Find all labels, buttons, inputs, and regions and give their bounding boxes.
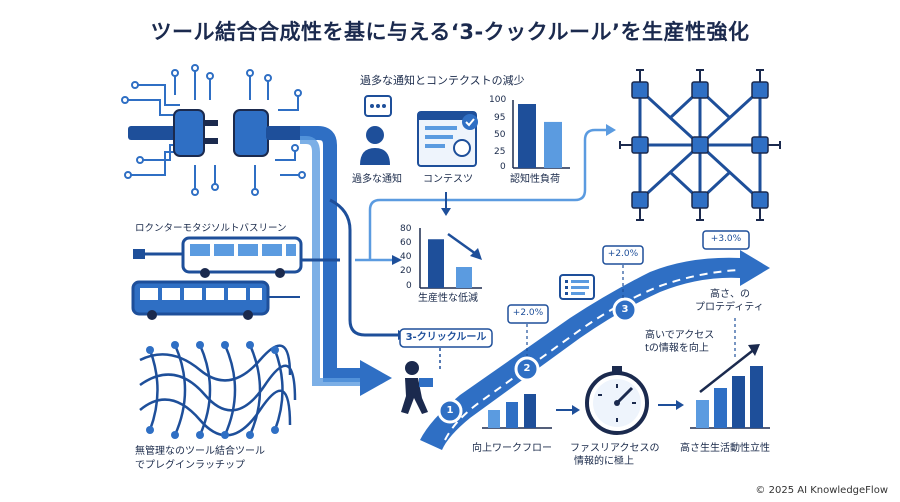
bus-icon: [131, 280, 300, 320]
context-label: コンテスツ: [423, 174, 473, 185]
workflow-label: 向上ワークフロー: [472, 443, 552, 454]
access-label-2: 情報的に極上: [574, 456, 634, 467]
cognitive-load-chart: [512, 100, 570, 169]
flow-arrows: [290, 126, 398, 386]
bus-caption: ロクンターモタジソルトバスリーン: [135, 223, 287, 234]
step-marker-2: [514, 356, 540, 382]
y-tick: 100: [489, 95, 507, 105]
rule-badge: [399, 328, 493, 348]
y-tick: 95: [494, 113, 506, 123]
page-title: ツール結合合成性を基に与える‘3-クックルール’を生産性強化: [150, 20, 750, 44]
notification-label: 過多な通知: [352, 174, 402, 185]
high-prod-label-1: 高さ、の: [710, 289, 750, 300]
y-tick: 0: [500, 162, 506, 172]
cable-left-icon: [128, 126, 178, 140]
percent-label: +2.0%: [512, 308, 544, 318]
access-high-label-1: 高いでアクセス: [645, 330, 715, 341]
bottom-left-caption-1: 無管理なのツール結合ツール: [135, 446, 265, 457]
step-number-2: 2: [523, 363, 531, 374]
y-tick: 60: [400, 238, 412, 248]
y-tick: 40: [400, 252, 412, 262]
step-marker-3: [612, 297, 638, 323]
access-high-label-2: tの情報を向上: [645, 343, 709, 354]
chat-bubble-icon: [559, 274, 595, 300]
chart-bar: [428, 239, 444, 288]
activity-growth-chart-icon: [690, 344, 770, 429]
notification-person-icon: [360, 95, 392, 165]
activity-label: 高さ生生活動性立性: [680, 443, 770, 454]
plug-connector-icon: [121, 64, 306, 196]
top-caption: 過多な通知とコンテクストの減少: [360, 74, 525, 87]
chart-bar: [544, 121, 562, 168]
y-tick: 25: [494, 147, 506, 157]
stopwatch-icon: [585, 366, 649, 435]
y-tick: 50: [494, 130, 506, 140]
context-document-icon: [417, 111, 478, 167]
tangled-network-icon: [139, 344, 297, 437]
plug-female-icon: [233, 109, 269, 157]
step-marker-1: [437, 398, 463, 424]
y-tick: 80: [400, 224, 412, 234]
percent-callout: [507, 304, 549, 324]
productivity-low-label: 生産性な低減: [418, 293, 478, 304]
workflow-chart-icon: [482, 394, 552, 429]
access-label-1: ファスリアクセスの: [570, 443, 660, 454]
percent-label: +2.0%: [607, 249, 639, 259]
percent-label: +3.0%: [710, 234, 742, 244]
cognitive-label: 認知性負荷: [510, 174, 560, 185]
y-tick: 20: [400, 266, 412, 276]
copyright-footer: © 2025 AI KnowledgeFlow: [755, 485, 888, 496]
rule-badge-label: 3-クリックルール: [405, 332, 487, 343]
big-arrow-head-icon: [360, 360, 392, 396]
productivity-chart: [419, 228, 482, 289]
person-walking-icon: [401, 361, 433, 414]
percent-callout: [602, 245, 644, 265]
chart-bar: [456, 267, 472, 288]
bus-icon: [133, 236, 303, 278]
step-number-3: 3: [621, 304, 629, 315]
percent-callout: [702, 230, 750, 250]
plug-male-icon: [173, 109, 205, 157]
step-number-1: 1: [446, 405, 454, 416]
bottom-left-caption-2: でプレグインラッチップ: [135, 460, 245, 471]
y-tick: 0: [406, 281, 412, 291]
high-prod-label-2: プロテディティ: [695, 302, 764, 313]
chart-bar: [518, 104, 536, 168]
